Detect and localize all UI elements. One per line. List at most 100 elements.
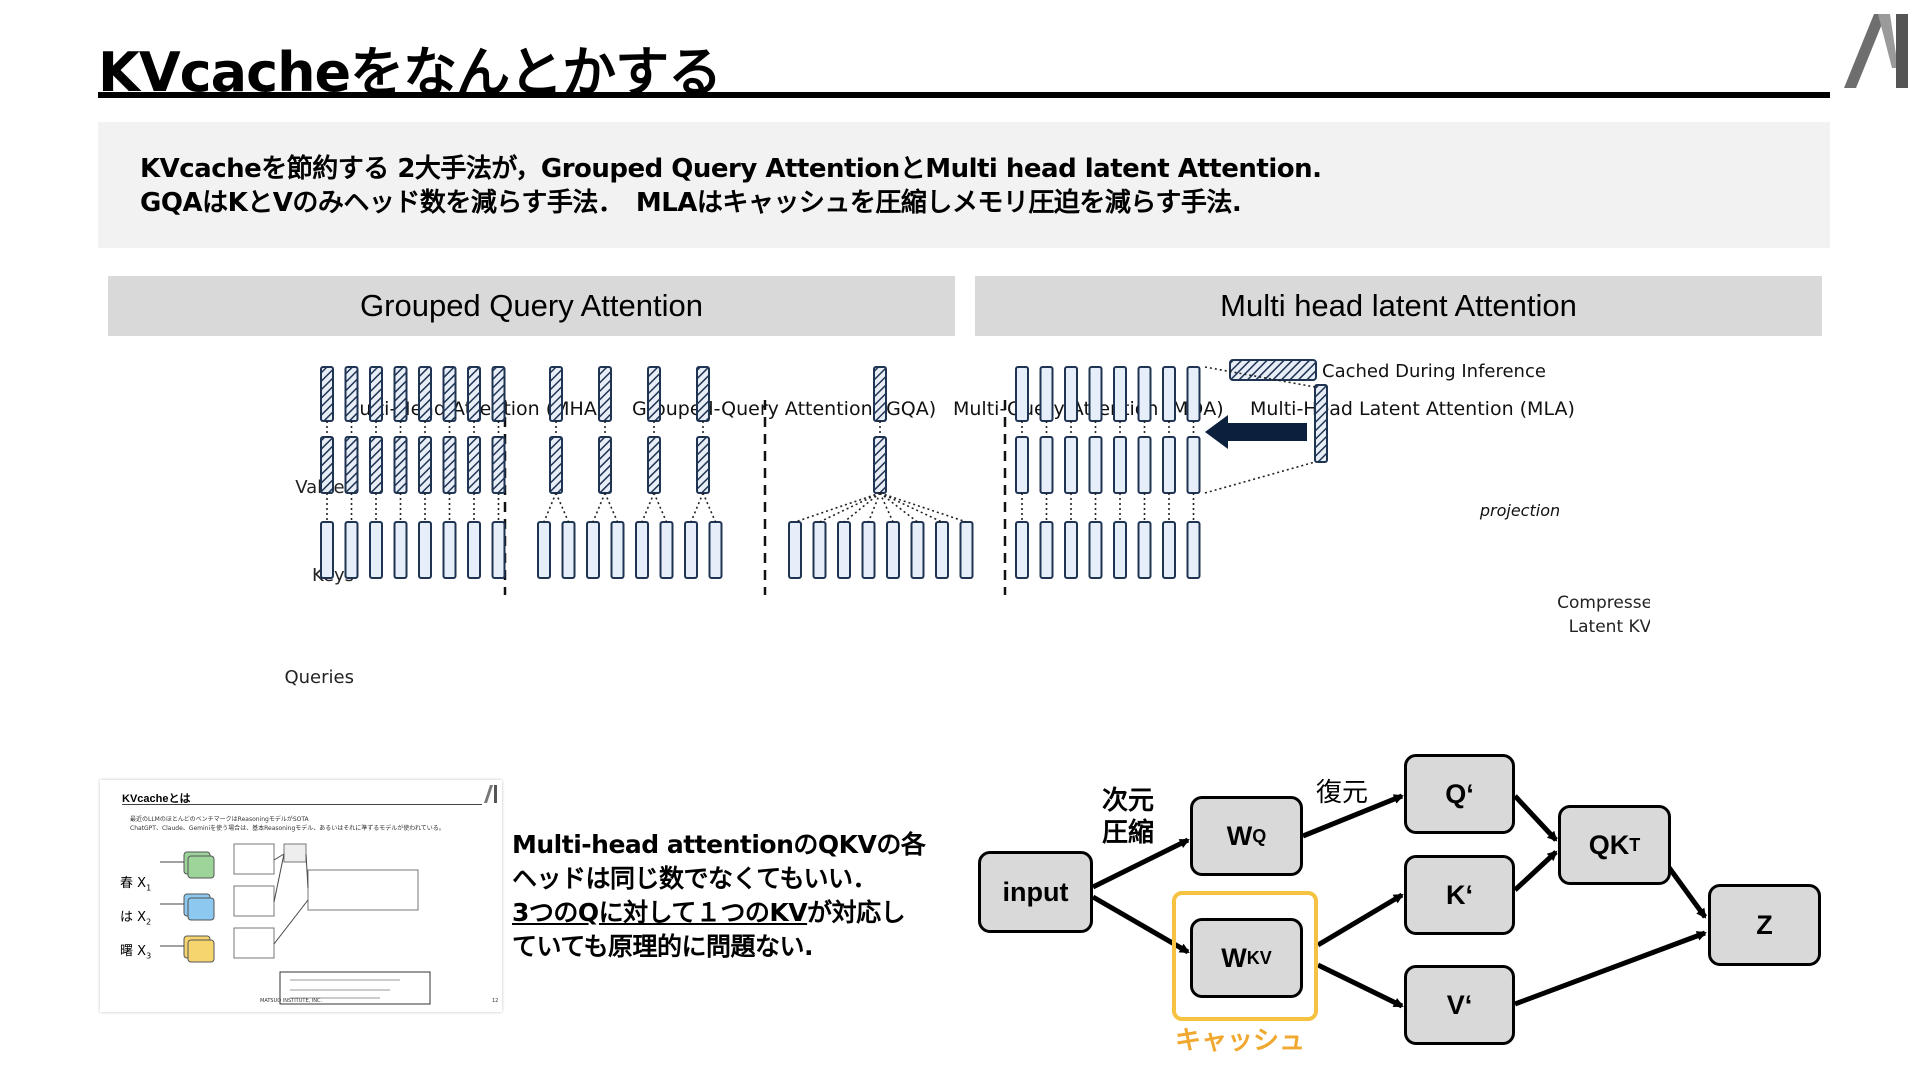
note-line-3-underlined: 3つのQに対して１つのKV <box>512 898 808 927</box>
mla-value-8 <box>1186 366 1201 422</box>
projection-label: projection <box>1479 501 1560 520</box>
mha-key-8 <box>491 436 506 494</box>
gqa-key-3 <box>647 436 661 494</box>
mla-value-7 <box>1162 366 1176 422</box>
compressed-label-line2: Latent KV <box>1569 617 1650 637</box>
gqa-link-kq-6 <box>653 492 668 523</box>
gqa-link-kq-1 <box>543 492 557 523</box>
mla-key-4 <box>1088 436 1103 494</box>
arrow-wkv-to-v <box>1316 962 1404 1009</box>
mha-value-6 <box>442 366 457 422</box>
mqa-link-kq-2 <box>819 492 881 523</box>
mqa-query-2 <box>812 521 827 579</box>
mha-value-5 <box>418 366 432 422</box>
compress-label-line1: 次元 <box>1102 786 1155 816</box>
mqa-key-1 <box>873 436 887 494</box>
gqa-link-kq-5 <box>641 492 655 523</box>
gqa-query-7 <box>684 521 698 579</box>
mha-query-2 <box>344 521 359 579</box>
mqa-link-kq-1 <box>794 492 881 523</box>
mha-key-6 <box>442 436 457 494</box>
thumbnail-line-2: ChatGPT、Claude、Geminiを使う場合は、基本Reasoningモ… <box>130 825 445 832</box>
gqa-query-6 <box>659 521 674 579</box>
mha-query-1 <box>320 521 334 579</box>
arrow-wkv-to-k <box>1316 892 1404 948</box>
explanation-note: Multi-head attentionのQKVの各 ヘッドは同じ数でなくてもい… <box>512 828 952 964</box>
mqa-query-4 <box>861 521 876 579</box>
legend: Cached During Inference <box>1229 359 1546 382</box>
mha-query-5 <box>418 521 432 579</box>
gqa-query-5 <box>635 521 649 579</box>
mha-key-7 <box>467 436 481 494</box>
mla-key-2 <box>1039 436 1054 494</box>
gqa-link-kq-3 <box>592 492 606 523</box>
mla-key-3 <box>1064 436 1078 494</box>
company-logo <box>1844 14 1908 88</box>
mqa-query-5 <box>886 521 900 579</box>
mha-key-4 <box>393 436 408 494</box>
attention-bars <box>320 366 1328 595</box>
gqa-query-3 <box>586 521 600 579</box>
cache-label: キャッシュ <box>1175 1026 1306 1056</box>
arrow-qk-to-z <box>1662 860 1708 919</box>
summary-line-1: KVcacheを節約する 2大手法が，Grouped Query Attenti… <box>140 154 1322 184</box>
mha-value-7 <box>467 366 481 422</box>
thumbnail-underline <box>122 804 482 805</box>
mha-query-3 <box>369 521 383 579</box>
mla-value-3 <box>1064 366 1078 422</box>
mqa-query-3 <box>837 521 851 579</box>
mla-key-6 <box>1137 436 1152 494</box>
thumbnail-line-1: 最近のLLMのほとんどのベンチマークはReasoningモデルがSOTA <box>130 816 309 823</box>
arrow-input-to-wq <box>1091 837 1190 890</box>
gqa-key-2 <box>598 436 612 494</box>
note-line-1: Multi-head attentionのQKVの各 <box>512 830 926 859</box>
mqa-link-kq-5 <box>879 492 894 523</box>
mha-value-4 <box>393 366 408 422</box>
gqa-link-kq-8 <box>702 492 717 523</box>
mqa-link-kq-8 <box>879 492 967 523</box>
mla-query-8 <box>1186 521 1201 579</box>
projection-arrow-head <box>1205 415 1228 449</box>
gqa-key-4 <box>696 436 710 494</box>
note-line-2: ヘッドは同じ数でなくてもいい． <box>512 864 878 893</box>
node-v-prime: V‘ <box>1404 965 1515 1045</box>
restore-label: 復元 <box>1316 778 1369 808</box>
mla-query-6 <box>1137 521 1152 579</box>
mla-query-2 <box>1039 521 1054 579</box>
mla-query-4 <box>1088 521 1103 579</box>
node-input: input <box>978 851 1093 933</box>
node-z: Z <box>1708 884 1821 966</box>
slide-thumbnail: KVcacheとは 最近のLLMのほとんどのベンチマークはReasoningモデ… <box>100 780 502 1012</box>
mla-key-5 <box>1113 436 1127 494</box>
attention-variants-figure: Cached During Inference Multi-Head Atten… <box>284 359 1650 688</box>
gqa-query-1 <box>537 521 551 579</box>
node-q-prime: Q‘ <box>1404 754 1515 834</box>
compressed-label-line1: Compressed <box>1557 593 1650 613</box>
gqa-value-3 <box>647 366 661 422</box>
thumbnail-token-3: 曙 X3 <box>120 944 152 961</box>
thumbnail-page-number: 12 <box>492 998 499 1004</box>
mqa-link-kq-7 <box>879 492 943 523</box>
mqa-link-kq-4 <box>867 492 881 523</box>
mqa-query-7 <box>935 521 949 579</box>
row-label-queries: Queries <box>284 667 354 688</box>
mla-key-8 <box>1186 436 1201 494</box>
title-underline <box>98 92 1830 98</box>
mla-query-5 <box>1113 521 1127 579</box>
mha-key-2 <box>344 436 359 494</box>
mha-value-3 <box>369 366 383 422</box>
legend-label: Cached During Inference <box>1322 361 1546 382</box>
note-line-3: 3つのQに対して１つのKVが対応し <box>512 896 952 930</box>
mla-proj-line-top <box>1204 366 1316 388</box>
gqa-link-kq-7 <box>690 492 704 523</box>
mha-query-8 <box>491 521 506 579</box>
mla-value-6 <box>1137 366 1152 422</box>
panel-title-mla: Multi-Head Latent Attention (MLA) <box>1250 398 1575 420</box>
note-line-4: ていても原理的に問題ない. <box>512 932 814 961</box>
mha-key-3 <box>369 436 383 494</box>
gqa-section-header: Grouped Query Attention <box>108 276 955 336</box>
summary-line-2: GQAはKとVのみヘッド数を減らす手法． MLAはキャッシュを圧縮しメモリ圧迫を… <box>140 188 1242 218</box>
